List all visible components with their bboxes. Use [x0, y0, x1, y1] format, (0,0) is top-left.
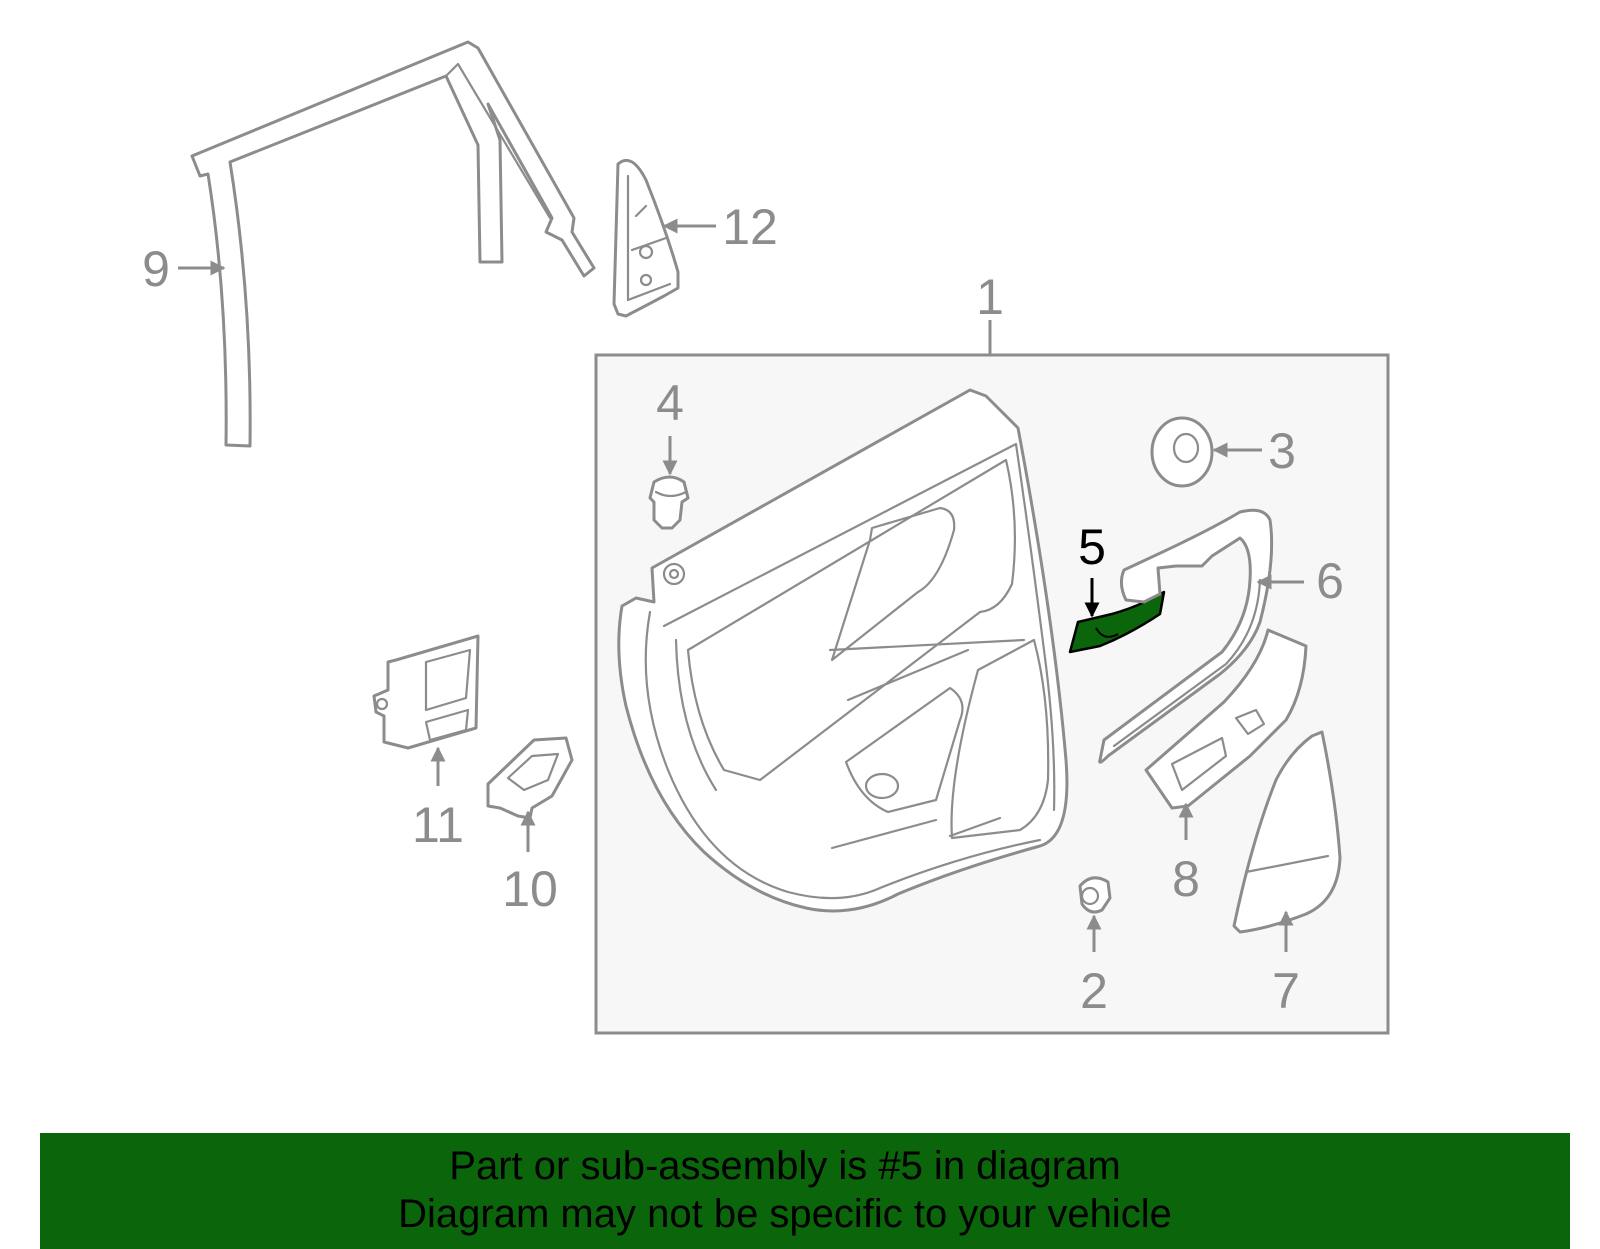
part-3-plug[interactable]	[1150, 416, 1214, 488]
callout-11: 11	[412, 797, 464, 853]
callout-6: 6	[1316, 553, 1344, 609]
callout-5: 5	[1078, 519, 1106, 575]
leader-lines	[178, 218, 1304, 952]
callout-4: 4	[656, 375, 684, 431]
part-2-retainer[interactable]	[1078, 876, 1112, 914]
callout-8: 8	[1172, 851, 1200, 907]
banner-disclaimer: Diagram may not be specific to your vehi…	[398, 1192, 1172, 1236]
callout-9: 9	[142, 241, 170, 297]
callout-3: 3	[1268, 423, 1296, 479]
info-banner: Part or sub-assembly is #5 in diagram Di…	[40, 1133, 1570, 1249]
part-7-lower-trim[interactable]	[1232, 730, 1342, 934]
door-trim-panel[interactable]	[617, 388, 1069, 913]
part-11-module[interactable]	[372, 634, 480, 750]
part-6-armrest-handle[interactable]	[1098, 508, 1274, 764]
callout-10: 10	[502, 861, 558, 917]
callout-12: 12	[722, 199, 778, 255]
part-12-corner-trim[interactable]	[612, 159, 680, 318]
part-4-clip[interactable]	[648, 475, 690, 530]
banner-part-note: Part or sub-assembly is #5 in diagram	[449, 1144, 1121, 1188]
callout-2: 2	[1080, 963, 1108, 1019]
part-10-switch[interactable]	[486, 736, 574, 820]
part-5-handle-insert-highlighted[interactable]	[1068, 590, 1166, 654]
part-9-frame-molding[interactable]	[190, 40, 596, 448]
callout-7: 7	[1272, 963, 1300, 1019]
callout-labels: 1 2 3 4 5 6 7 8 9 10 11 12	[142, 199, 1344, 1019]
callout-1: 1	[976, 269, 1004, 325]
